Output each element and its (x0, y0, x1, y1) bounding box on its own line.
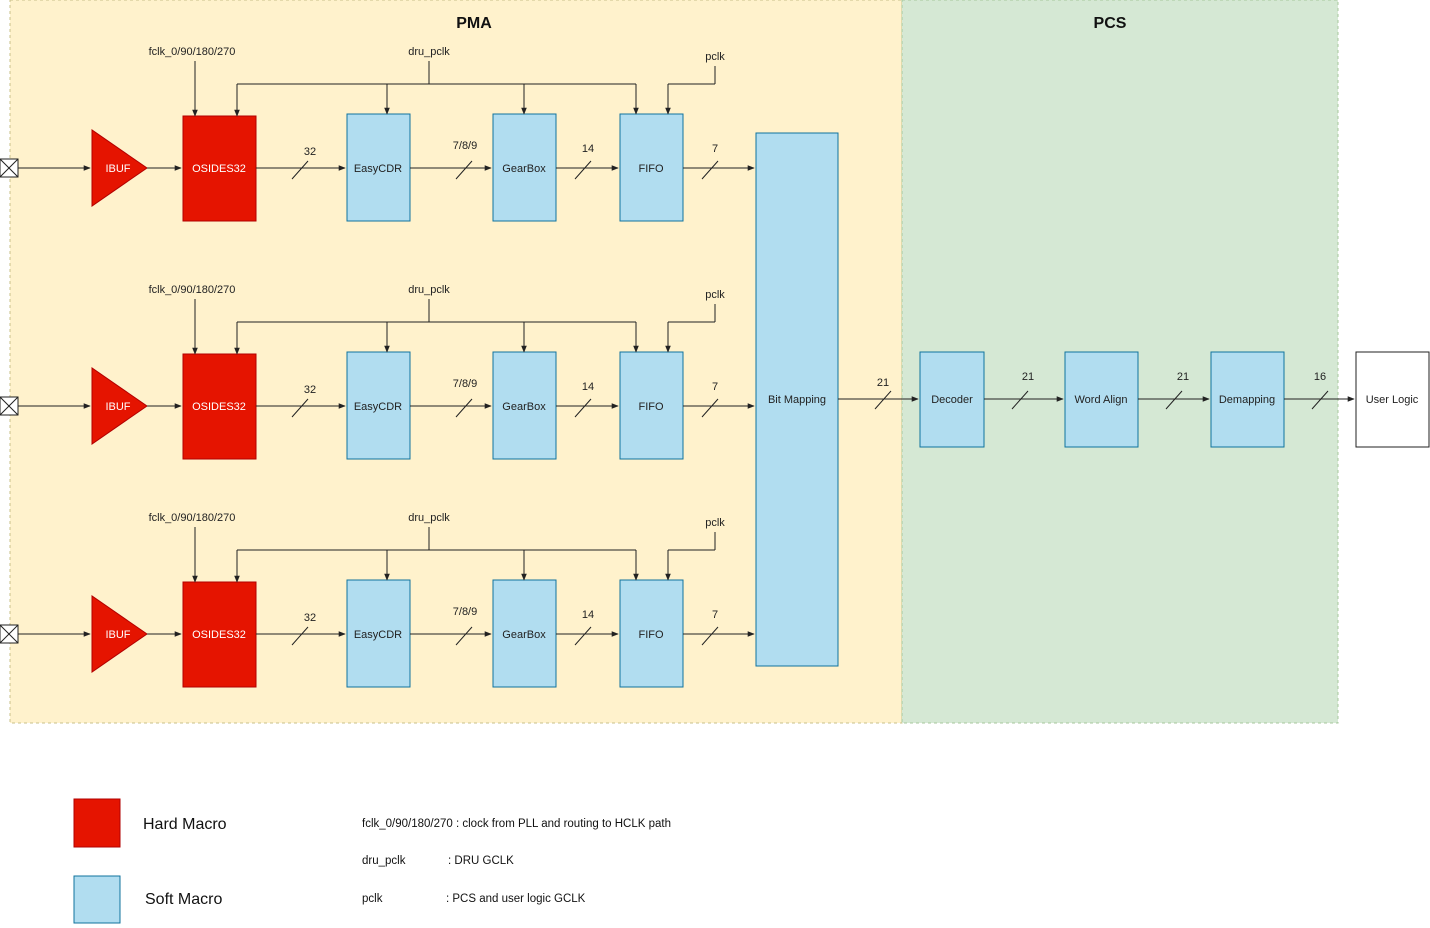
pclk-label: pclk (705, 289, 725, 301)
pma-region (9, 0, 903, 724)
bus-width-789: 7/8/9 (453, 606, 477, 618)
gearbox-block (492, 579, 557, 688)
bus-slash-789 (455, 398, 473, 418)
easycdr-block (346, 351, 411, 460)
bus-slash-bitmap (874, 390, 892, 410)
bus-width-14: 14 (582, 143, 594, 155)
easycdr-label: EasyCDR (354, 629, 402, 641)
bus-width-14: 14 (582, 609, 594, 621)
input-pad-icon-cross (0, 624, 19, 644)
osides32-block (182, 115, 257, 222)
legend-note-pclk-desc: : PCS and user logic GCLK (446, 893, 586, 905)
pcs-title: PCS (1094, 15, 1127, 32)
bus-slash-789 (455, 626, 473, 646)
bus-slash-14 (574, 626, 592, 646)
decoder-label: Decoder (931, 394, 973, 406)
gearbox-block (492, 113, 557, 222)
osides32-label: OSIDES32 (192, 629, 246, 641)
bus-width-32: 32 (304, 384, 316, 396)
bus-slash-14 (574, 398, 592, 418)
easycdr-label: EasyCDR (354, 401, 402, 413)
legend-hard-label: Hard Macro (143, 816, 227, 833)
user-logic-block (1355, 351, 1430, 448)
dru-pclk-label: dru_pclk (408, 512, 450, 524)
bus-width-decoder: 21 (1022, 371, 1034, 383)
fclk-label: fclk_0/90/180/270 (149, 46, 236, 58)
bus-slash-32 (291, 160, 309, 180)
bus-slash-decoder (1011, 390, 1029, 410)
fifo-label: FIFO (638, 629, 663, 641)
input-pad-icon-cross (0, 158, 19, 178)
dru-pclk-label: dru_pclk (408, 284, 450, 296)
ibuf-buffer (91, 595, 148, 673)
fifo-label: FIFO (638, 401, 663, 413)
gearbox-block (492, 351, 557, 460)
bus-width-bitmap: 21 (877, 377, 889, 389)
bus-slash-7 (701, 626, 719, 646)
bit-mapping-block (755, 132, 839, 667)
fclk-label: fclk_0/90/180/270 (149, 284, 236, 296)
osides32-label: OSIDES32 (192, 163, 246, 175)
ibuf-buffer (91, 367, 148, 445)
fifo-block (619, 579, 684, 688)
ibuf-buffer (91, 129, 148, 207)
bus-width-7: 7 (712, 609, 718, 621)
bus-slash-align (1165, 390, 1183, 410)
legend-note-dru-desc: : DRU GCLK (448, 855, 514, 867)
bus-width-demap: 16 (1314, 371, 1326, 383)
fifo-label: FIFO (638, 163, 663, 175)
pma-title: PMA (456, 15, 492, 32)
osides32-label: OSIDES32 (192, 401, 246, 413)
bus-slash-7 (701, 160, 719, 180)
word-align-block (1064, 351, 1139, 448)
bus-slash-32 (291, 626, 309, 646)
pclk-label: pclk (705, 517, 725, 529)
fclk-label: fclk_0/90/180/270 (149, 512, 236, 524)
demapping-block (1210, 351, 1285, 448)
bus-width-align: 21 (1177, 371, 1189, 383)
bus-width-789: 7/8/9 (453, 378, 477, 390)
gearbox-label: GearBox (502, 629, 546, 641)
bus-width-32: 32 (304, 146, 316, 158)
bus-width-14: 14 (582, 381, 594, 393)
fifo-block (619, 351, 684, 460)
ibuf-label: IBUF (105, 629, 130, 641)
gearbox-label: GearBox (502, 401, 546, 413)
fifo-block (619, 113, 684, 222)
bus-slash-14 (574, 160, 592, 180)
legend-note-pclk-key: pclk (362, 893, 383, 905)
decoder-block (919, 351, 985, 448)
legend-note-dru-key: dru_pclk (362, 855, 406, 867)
ibuf-label: IBUF (105, 163, 130, 175)
pclk-label: pclk (705, 51, 725, 63)
easycdr-label: EasyCDR (354, 163, 402, 175)
legend-soft-label: Soft Macro (145, 891, 222, 908)
legend-note-fclk: fclk_0/90/180/270 : clock from PLL and r… (362, 818, 671, 830)
gearbox-label: GearBox (502, 163, 546, 175)
easycdr-block (346, 579, 411, 688)
bus-slash-7 (701, 398, 719, 418)
legend-soft-swatch (73, 875, 121, 924)
dru-pclk-label: dru_pclk (408, 46, 450, 58)
bit-mapping-label: Bit Mapping (768, 394, 826, 406)
word-align-label: Word Align (1075, 394, 1128, 406)
bus-slash-32 (291, 398, 309, 418)
easycdr-block (346, 113, 411, 222)
bus-width-7: 7 (712, 381, 718, 393)
demapping-label: Demapping (1219, 394, 1275, 406)
osides32-block (182, 581, 257, 688)
bus-slash-789 (455, 160, 473, 180)
bus-width-7: 7 (712, 143, 718, 155)
input-pad-icon-cross (0, 396, 19, 416)
ibuf-label: IBUF (105, 401, 130, 413)
bus-width-789: 7/8/9 (453, 140, 477, 152)
user-logic-label: User Logic (1366, 394, 1419, 406)
bus-slash-demap (1311, 390, 1329, 410)
legend-hard-swatch (73, 798, 121, 848)
bus-width-32: 32 (304, 612, 316, 624)
osides32-block (182, 353, 257, 460)
